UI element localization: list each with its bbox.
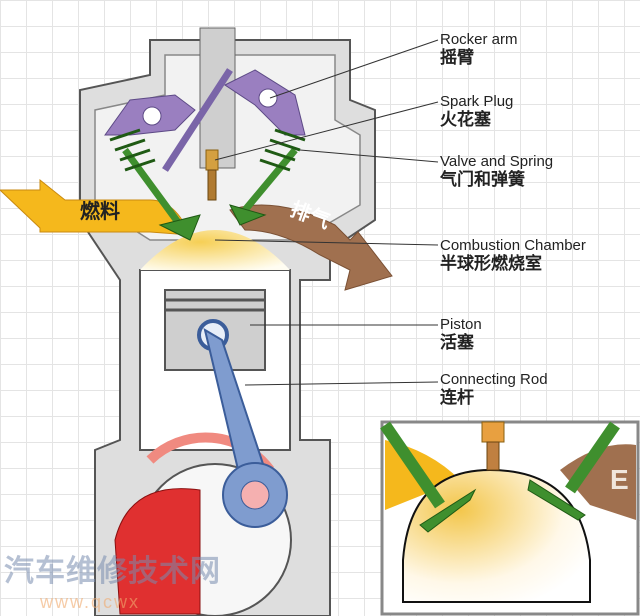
- watermark-url: www.qcwx: [40, 592, 141, 612]
- inset-combustion-chamber: [380, 420, 640, 616]
- leader-lines: [214, 39, 439, 386]
- label-valve-spring: Valve and Spring 气门和弹簧: [440, 153, 554, 189]
- spark-plug: [205, 149, 219, 201]
- label-rocker-arm: Rocker arm 摇臂: [440, 31, 518, 67]
- watermark-title: 汽车维修技术网: [4, 555, 221, 588]
- connecting-rod: [203, 327, 288, 528]
- combustion-chamber: [140, 230, 290, 270]
- label-spark-plug: Spark Plug 火花塞: [440, 93, 514, 129]
- intake-valve: [109, 128, 201, 241]
- label-combustion-chamber: Combustion Chamber 半球形燃烧室: [440, 237, 586, 273]
- label-piston: Piston 活塞: [440, 316, 482, 352]
- crank-counterweight: [114, 488, 201, 615]
- label-connecting-rod: Connecting Rod 连杆: [440, 371, 548, 407]
- intake-arrow: [0, 178, 191, 236]
- inset-partial-text: E: [610, 464, 629, 495]
- intake-label: 燃料: [80, 201, 120, 223]
- exhaust-arrow: [229, 204, 393, 291]
